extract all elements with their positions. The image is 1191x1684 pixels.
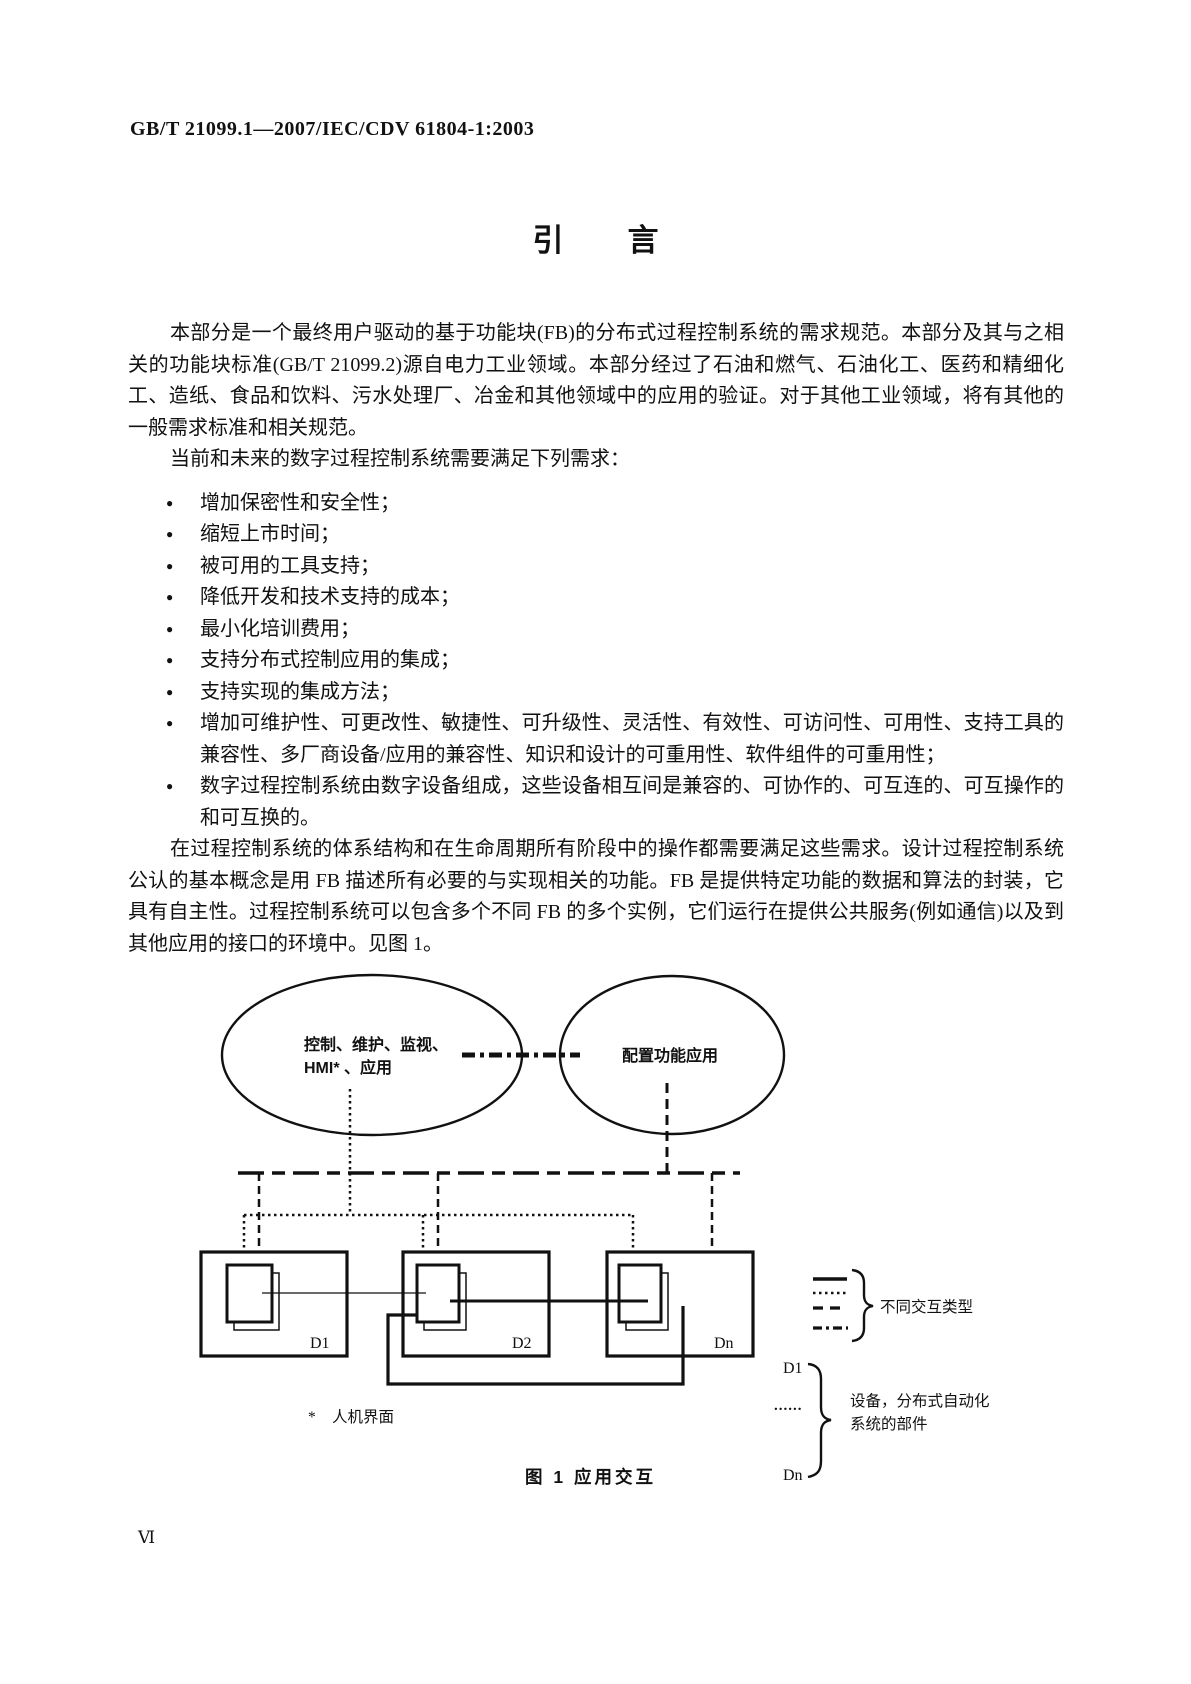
legend-device-bottom-label: Dn (783, 1467, 803, 1484)
list-item: ●缩短上市时间； (128, 519, 1064, 551)
bullet-icon: ● (166, 621, 174, 636)
page-title-char: 引 (532, 223, 564, 258)
list-item: ●数字过程控制系统由数字设备组成，这些设备相互间是兼容的、可协作的、可互连的、可… (128, 771, 1064, 834)
legend-device-dots: ...... (774, 1398, 803, 1414)
applications-ellipse (220, 973, 524, 1137)
paragraph: 本部分是一个最终用户驱动的基于功能块(FB)的分布式过程控制系统的需求规范。本部… (128, 322, 1064, 439)
fb-instance-front-dn (617, 1263, 663, 1324)
bullet-icon: ● (166, 779, 174, 793)
applications-ellipse-label-line2: HMI* 、应用 (304, 1058, 392, 1077)
page-title-char: 言 (627, 223, 659, 258)
page-number: Ⅵ (138, 1528, 156, 1547)
bullet-icon: ● (166, 495, 174, 510)
list-item: ●最小化培训费用； (128, 614, 1064, 646)
legend-device-brace (807, 1362, 832, 1479)
legend-interaction-brace (851, 1268, 874, 1343)
figure-footnote: * 人机界面 (308, 1408, 394, 1426)
loop-link-d2-dn (386, 1306, 685, 1386)
list-item: ●支持实现的集成方法； (128, 677, 1064, 709)
list-item: ●降低开发和技术支持的成本； (128, 582, 1064, 614)
body-text: 本部分是一个最终用户驱动的基于功能块(FB)的分布式过程控制系统的需求规范。本部… (128, 318, 1064, 960)
legend-device-top-label: D1 (783, 1360, 803, 1377)
bullet-icon: ● (166, 558, 174, 573)
paragraph: 在过程控制系统的体系结构和在生命周期所有阶段中的操作都需要满足这些需求。设计过程… (128, 838, 1064, 955)
fb-instance-front-d1 (225, 1263, 274, 1324)
figure-caption: 图 1 应用交互 (525, 1467, 656, 1487)
applications-ellipse-label-line1: 控制、维护、监视、 (304, 1035, 448, 1054)
bullet-icon: ● (166, 653, 174, 667)
paragraph: 当前和未来的数字过程控制系统需要满足下列需求： (170, 448, 630, 470)
page-title: 引 言 (0, 224, 1191, 258)
device-label-d1: D1 (310, 1335, 330, 1352)
bullet-icon: ● (166, 527, 174, 541)
figure-1-application-interaction: 控制、维护、监视、 HMI* 、应用 配置功能应用 (199, 973, 990, 1487)
bullet-icon: ● (166, 716, 174, 730)
standard-number-header: GB/T 21099.1—2007/IEC/CDV 61804-1:2003 (130, 118, 535, 140)
legend-interaction-label: 不同交互类型 (880, 1298, 973, 1316)
footnote-text: 人机界面 (332, 1408, 394, 1426)
list-item: ●增加保密性和安全性； (128, 488, 1064, 520)
footnote-asterisk: * (308, 1409, 316, 1426)
list-item: ●被可用的工具支持； (128, 551, 1064, 583)
bullet-icon: ● (166, 590, 174, 604)
configuration-ellipse (558, 974, 786, 1136)
legend-device-label-line2: 系统的部件 (850, 1415, 928, 1433)
device-label-d2: D2 (512, 1335, 532, 1352)
configuration-ellipse-label: 配置功能应用 (622, 1046, 718, 1065)
requirements-list: ●增加保密性和安全性； ●缩短上市时间； ●被可用的工具支持； ●降低开发和技术… (128, 488, 1064, 835)
bullet-icon: ● (166, 684, 174, 699)
device-label-dn: Dn (714, 1335, 734, 1352)
legend-device-label-line1: 设备，分布式自动化 (850, 1392, 990, 1410)
list-item: ●支持分布式控制应用的集成； (128, 645, 1064, 677)
list-item: ●增加可维护性、可更改性、敏捷性、可升级性、灵活性、有效性、可访问性、可用性、支… (128, 708, 1064, 771)
